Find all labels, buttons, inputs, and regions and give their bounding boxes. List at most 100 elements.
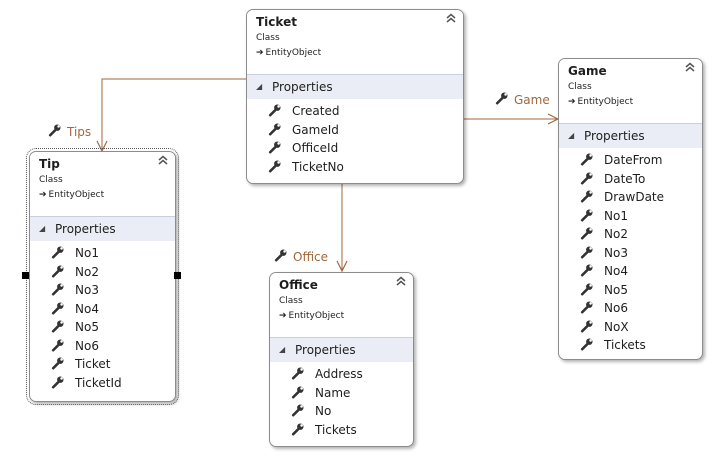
wrench-icon [495,92,508,105]
wrench-icon [268,123,281,136]
property-name: No3 [604,245,628,260]
class-stereotype: Class [39,175,63,185]
property-item[interactable]: No4 [559,262,702,281]
wrench-icon [51,265,64,278]
property-item[interactable]: No2 [559,225,702,244]
property-item[interactable]: Ticket [30,355,175,374]
property-item[interactable]: Created [247,102,463,121]
properties-compartment-header[interactable]: ◢ Properties [559,123,702,148]
property-item[interactable]: DrawDate [559,188,702,207]
connector-ticket-tips[interactable] [102,78,246,151]
association-label-office[interactable]: Office [273,249,328,265]
properties-compartment-header[interactable]: ◢ Properties [247,74,463,99]
wrench-icon [291,423,304,436]
property-name: DateTo [604,171,646,186]
property-item[interactable]: NoX [559,318,702,337]
property-item[interactable]: OfficeId [247,139,463,158]
property-item[interactable]: No5 [559,281,702,300]
triangle-down-icon[interactable]: ◢ [39,224,46,233]
class-name: Tip [39,157,60,171]
wrench-icon [580,246,593,259]
class-stereotype: Class [568,82,592,92]
class-header[interactable]: Game Class ➔EntityObject [559,59,702,123]
class-header[interactable]: Tip Class ➔EntityObject [30,152,175,216]
property-item[interactable]: Tickets [270,421,413,440]
wrench-icon [291,386,304,399]
property-item[interactable]: Address [270,365,413,384]
resize-handle-right[interactable] [174,272,181,279]
association-label-game[interactable]: Game [494,92,550,108]
compartment-label: Properties [272,80,333,94]
property-item[interactable]: No6 [30,337,175,356]
wrench-icon [580,264,593,277]
property-item[interactable]: Name [270,384,413,403]
association-label-tips[interactable]: Tips [47,124,91,140]
properties-compartment-header[interactable]: ◢ Properties [270,337,413,362]
property-name: No2 [75,264,99,279]
wrench-icon [580,172,593,185]
property-item[interactable]: TicketNo [247,158,463,177]
property-item[interactable]: No3 [30,281,175,300]
property-item[interactable]: No2 [30,263,175,282]
resize-handle-left[interactable] [22,272,29,279]
double-chevron-up-icon[interactable] [685,62,695,75]
class-base-type: ➔EntityObject [568,97,633,107]
class-base-type: ➔EntityObject [256,48,321,58]
property-name: No2 [604,227,628,241]
property-name: Tickets [315,422,357,437]
property-item[interactable]: TicketId [30,374,175,393]
property-item[interactable]: No4 [30,300,175,319]
properties-compartment-header[interactable]: ◢ Properties [30,216,175,241]
property-name: TicketNo [292,159,344,174]
triangle-down-icon[interactable]: ◢ [279,345,286,354]
base-type-label: EntityObject [48,190,105,200]
class-office[interactable]: Office Class ➔EntityObject ◢ Properties … [269,272,414,447]
wrench-icon [268,104,281,117]
wrench-icon [268,141,281,154]
property-name: No5 [604,282,628,297]
property-item[interactable]: GameId [247,121,463,140]
property-name: Name [315,385,351,400]
property-item[interactable]: No1 [559,207,702,226]
double-chevron-up-icon[interactable] [396,276,406,289]
class-base-type: ➔EntityObject [279,311,344,321]
class-header[interactable]: Ticket Class ➔EntityObject [247,10,463,74]
wrench-icon [580,209,593,222]
base-type-label: EntityObject [288,311,345,321]
class-base-type: ➔EntityObject [39,190,104,200]
property-name: DrawDate [604,190,665,204]
class-game[interactable]: Game Class ➔EntityObject ◢ Properties Da… [558,58,703,360]
property-item[interactable]: No1 [30,244,175,263]
property-item[interactable]: Tickets [559,336,702,355]
property-name: No4 [604,264,628,278]
property-item[interactable]: No6 [559,299,702,318]
property-item[interactable]: No3 [559,244,702,263]
class-ticket[interactable]: Ticket Class ➔EntityObject ◢ Properties … [246,9,464,184]
compartment-label: Properties [584,129,645,143]
wrench-icon [268,160,281,173]
property-name: GameId [292,122,339,137]
double-chevron-up-icon[interactable] [158,155,168,168]
triangle-down-icon[interactable]: ◢ [256,82,263,91]
wrench-icon [580,227,593,240]
double-chevron-up-icon[interactable] [446,13,456,26]
wrench-icon [51,320,64,333]
property-item[interactable]: DateFrom [559,151,702,170]
class-name: Game [568,64,607,78]
triangle-down-icon[interactable]: ◢ [568,131,575,140]
wrench-icon [51,339,64,352]
wrench-icon [48,124,61,137]
property-item[interactable]: No [270,402,413,421]
property-item[interactable]: DateTo [559,170,702,189]
class-tip[interactable]: Tip Class ➔EntityObject ◢ Properties No1… [26,148,179,405]
class-name: Ticket [256,15,297,29]
property-item[interactable]: No5 [30,318,175,337]
wrench-icon [274,249,287,262]
class-header[interactable]: Office Class ➔EntityObject [270,273,413,337]
